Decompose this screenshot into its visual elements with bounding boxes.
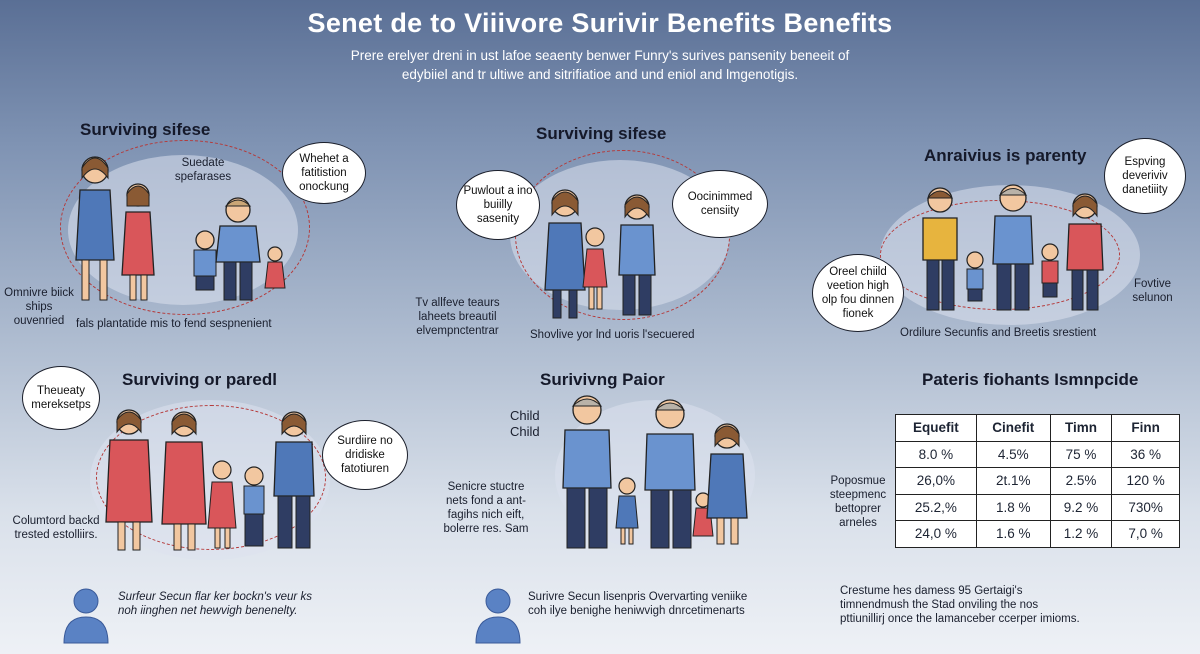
panel4-speech-bubble-right: Surdiire no dridiske fatotiuren <box>322 420 408 490</box>
panel3-heading: Anraivius is parenty <box>924 146 1087 165</box>
woman-figure <box>75 156 115 301</box>
panel2-family-illustration <box>544 189 656 319</box>
table-cell: 7,0 % <box>1111 520 1180 548</box>
panel3-speech-bubble-right: Espving deveriviv danetiiity <box>1104 138 1186 214</box>
panel2-heading: Surviving sifese <box>536 124 667 143</box>
table-cell: 75 % <box>1049 440 1113 468</box>
panel6-heading: Pateris fiohants Ismnpcide <box>922 370 1139 389</box>
benefits-table: Equefit Cinefit Timn Finn 8.0 % 4.5% 75 … <box>895 414 1180 548</box>
panel1-family-illustration <box>75 156 286 301</box>
table-header-cell: Equefit <box>895 414 977 442</box>
table-cell: 9.2 % <box>1049 493 1113 521</box>
panel4-dashed-arc <box>96 405 326 550</box>
panel4-family-illustration <box>105 409 315 551</box>
table-row: 8.0 % 4.5% 75 % 36 % <box>895 440 1180 468</box>
panel2-left-note: Tv allfeve teaurs laheets breautil elvem… <box>415 297 500 337</box>
table-header-cell: Finn <box>1111 414 1180 442</box>
table-header-cell: Cinefit <box>975 414 1051 442</box>
table-cell: 1.6 % <box>975 520 1051 548</box>
panel5-heading: Surivivng Paior <box>540 370 665 389</box>
table-cell: 8.0 % <box>895 440 977 468</box>
panel3-speech-bubble-left: Oreel chiild veetion high olp fou dinnen… <box>812 254 904 332</box>
panel2-speech-bubble-left: Puwlout a ino buiilly sasenity <box>456 170 540 240</box>
panel2-speech-bubble-right: Oocinimmed censiity <box>672 170 768 238</box>
subtitle-line-1: Prere erelyer dreni in ust lafoe seaenty… <box>350 48 850 63</box>
panel4-left-note: Columtord backd trested estolliirs. <box>12 515 100 541</box>
table-cell: 120 % <box>1111 467 1180 495</box>
page-subtitle: Prere erelyer dreni in ust lafoe seaenty… <box>250 46 950 84</box>
panel1-label-top: Suedate spefarases <box>174 157 232 183</box>
panel4-speech-bubble-left: Theueaty mereksetps <box>22 366 100 430</box>
panel5-left-note: Senicre stuctre nets fond a ant- fagihs … <box>443 481 529 535</box>
panel1-bottom-note: fals plantatide mis to fend sespnenient <box>76 318 272 330</box>
table-header-cell: Timn <box>1049 414 1113 442</box>
panel6-footer-text: Crestume hes damess 95 Gertaigi's timnen… <box>840 585 1080 625</box>
panel1-dashed-arc <box>60 140 310 315</box>
panel4-heading: Surviving or paredl <box>122 370 277 389</box>
subtitle-line-2: edybiiel and tr ultiwe and sitrifiatioe … <box>401 67 799 82</box>
panel4-avatar-icon <box>63 588 109 644</box>
panel2-bottom-note: Shovlive yor lnd uoris l'secuered <box>530 329 695 341</box>
table-row: 26,0% 2t.1% 2.5% 120 % <box>895 467 1180 495</box>
table-row: 25.2,% 1.8 % 9.2 % 730% <box>895 493 1180 521</box>
table-cell: 730% <box>1111 493 1180 521</box>
table-cell: 36 % <box>1111 440 1180 468</box>
table-row: 24,0 % 1.6 % 1.2 % 7,0 % <box>895 520 1180 548</box>
table-cell: 2t.1% <box>975 467 1051 495</box>
panel3-family-illustration <box>922 184 1104 311</box>
table-cell: 4.5% <box>975 440 1051 468</box>
panel3-right-note: Fovtive selunon <box>1132 278 1173 304</box>
panel1-speech-bubble: Whehet a fatitistion onockung <box>282 142 366 204</box>
page-title: Senet de to Viiivore Surivir Benefits Be… <box>307 8 893 38</box>
panel3-bottom-note: Ordilure Secunfis and Breetis srestient <box>900 327 1097 339</box>
panel5-child-label: Child Child <box>510 408 540 439</box>
panel5-avatar-icon <box>475 588 521 644</box>
table-cell: 2.5% <box>1049 467 1113 495</box>
panel4-footer-text: Surfeur Secun flar ker bockn's veur ks n… <box>118 591 312 617</box>
table-cell: 24,0 % <box>895 520 977 548</box>
panel6-left-note: Poposmue steepmenc bettoprer arneles <box>829 475 887 529</box>
table-cell: 26,0% <box>895 467 977 495</box>
table-cell: 25.2,% <box>895 493 977 521</box>
table-cell: 1.2 % <box>1049 520 1113 548</box>
panel5-footer-text: Surivre Secun lisenpris Overvarting veni… <box>528 591 748 617</box>
panel5-family-illustration <box>562 395 748 549</box>
table-header-row: Equefit Cinefit Timn Finn <box>895 414 1180 442</box>
table-cell: 1.8 % <box>975 493 1051 521</box>
panel1-heading: Surviving sifese <box>80 120 211 139</box>
panel1-left-note: Omnivre biick ships ouvenried <box>4 287 74 327</box>
